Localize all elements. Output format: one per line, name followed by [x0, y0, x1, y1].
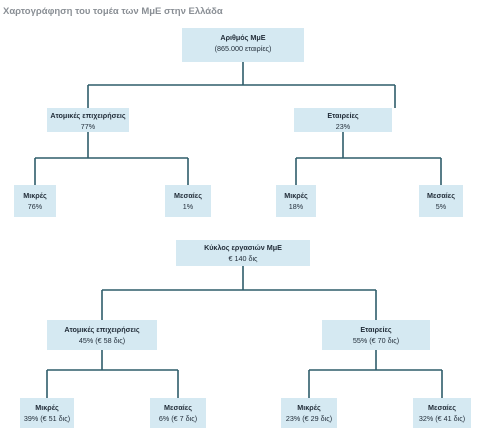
node-value: 18% — [288, 202, 304, 211]
node-companies-turnover: Εταιρείες 55% (€ 70 δις) — [322, 320, 430, 350]
node-label: Ατομικές επιχειρήσεις — [64, 325, 140, 334]
node-value: (865.000 εταιρίες) — [214, 44, 272, 53]
node-company-medium-count: Μεσαίες 5% — [419, 185, 463, 217]
node-value: 77% — [80, 122, 96, 131]
node-value: 55% (€ 70 δις) — [352, 336, 400, 345]
node-sole-medium-turnover: Μεσαίες 6% (€ 7 δις) — [150, 398, 206, 428]
node-companies-count: Εταιρείες 23% — [294, 108, 392, 132]
node-value: 6% (€ 7 δις) — [158, 414, 198, 423]
node-sme-turnover: Κύκλος εργασιών ΜμΕ € 140 δις — [176, 240, 310, 266]
node-label: Εταιρείες — [327, 111, 359, 120]
connector-left1-level3 — [34, 132, 189, 185]
node-sole-proprietorships-turnover: Ατομικές επιχειρήσεις 45% (€ 58 δις) — [47, 320, 157, 350]
connector-root2-level2 — [101, 266, 377, 320]
connector-right2-level3 — [308, 350, 443, 398]
page-title: Χαρτογράφηση του τομέα των ΜμΕ στην Ελλά… — [3, 6, 223, 17]
node-value: 1% — [182, 202, 194, 211]
node-label: Μεσαίες — [428, 403, 456, 412]
node-label: Μεσαίες — [164, 403, 192, 412]
node-value: 39% (€ 51 δις) — [23, 414, 71, 423]
connector-right1-level3 — [295, 132, 442, 185]
node-label: Μεσαίες — [174, 191, 202, 200]
node-value: 76% — [27, 202, 43, 211]
node-value: 5% — [435, 202, 447, 211]
node-value: 45% (€ 58 δις) — [78, 336, 126, 345]
node-label: Μικρές — [23, 191, 47, 200]
node-label: Μικρές — [35, 403, 59, 412]
connector-root1-level2 — [87, 62, 396, 108]
node-label: Κύκλος εργασιών ΜμΕ — [204, 243, 282, 252]
node-sole-small-turnover: Μικρές 39% (€ 51 δις) — [20, 398, 74, 428]
node-label: Μικρές — [284, 191, 308, 200]
node-company-small-count: Μικρές 18% — [276, 185, 316, 217]
node-value: 23% — [335, 122, 351, 131]
node-label: Μικρές — [297, 403, 321, 412]
node-company-small-turnover: Μικρές 23% (€ 29 δις) — [281, 398, 337, 428]
node-value: € 140 δις — [228, 254, 258, 263]
node-value: 32% (€ 41 δις) — [418, 414, 466, 423]
node-label: Μεσαίες — [427, 191, 455, 200]
node-sme-count: Αριθμός ΜμΕ (865.000 εταιρίες) — [182, 28, 304, 62]
node-value: 23% (€ 29 δις) — [285, 414, 333, 423]
node-label: Αριθμός ΜμΕ — [220, 33, 266, 42]
node-sole-medium-count: Μεσαίες 1% — [165, 185, 211, 217]
node-label: Ατομικές επιχειρήσεις — [50, 111, 126, 120]
node-sole-small-count: Μικρές 76% — [14, 185, 56, 217]
connector-left2-level3 — [46, 350, 179, 398]
node-company-medium-turnover: Μεσαίες 32% (€ 41 δις) — [413, 398, 471, 428]
node-label: Εταιρείες — [360, 325, 392, 334]
node-sole-proprietorships-count: Ατομικές επιχειρήσεις 77% — [47, 108, 129, 132]
